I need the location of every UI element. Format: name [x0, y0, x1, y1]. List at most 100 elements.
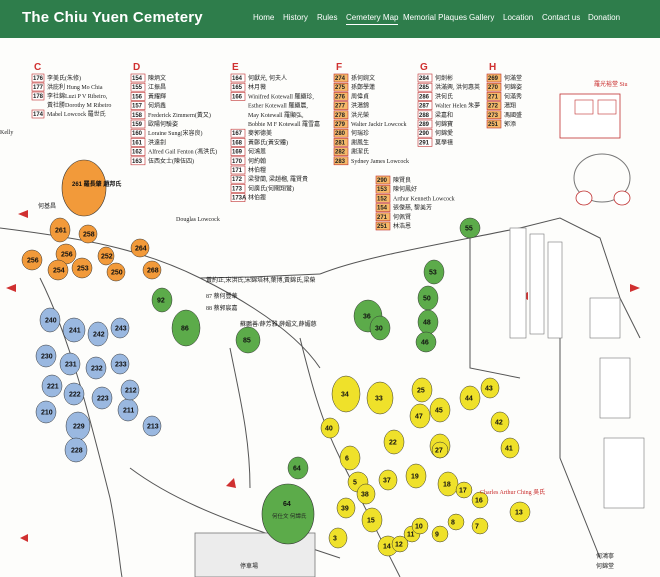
plot-33[interactable]: [366, 381, 394, 415]
nav-location[interactable]: Location: [503, 13, 534, 22]
legend-number: 282: [335, 150, 346, 156]
legend-name: 陳賢良: [393, 176, 411, 184]
plot-268[interactable]: [142, 260, 162, 280]
legend-number: 275: [335, 85, 346, 91]
plot-261[interactable]: [49, 217, 71, 243]
plot-13[interactable]: [509, 501, 531, 523]
plot-8[interactable]: [447, 513, 465, 531]
main-nav: Home History Rules Cemetery Map Memorial…: [0, 0, 660, 38]
plot-261[interactable]: [61, 159, 107, 217]
plot-25[interactable]: [411, 377, 433, 403]
plot-7[interactable]: [471, 517, 489, 535]
plot-231[interactable]: [59, 352, 81, 376]
legend-name: Frederick Zimmern(黃又): [148, 111, 211, 119]
plot-label: 256: [61, 252, 73, 259]
plot-label: 230: [41, 354, 53, 361]
plot-label: 64: [293, 466, 301, 473]
nav-memorial-plaques[interactable]: Memorial Plaques: [403, 13, 468, 22]
plot-212[interactable]: [120, 379, 140, 401]
plot-44[interactable]: [459, 385, 481, 411]
plot-45[interactable]: [429, 397, 451, 423]
plot-10[interactable]: [411, 517, 429, 535]
plot-256[interactable]: [21, 249, 43, 271]
nav-cemetery-map[interactable]: Cemetery Map: [346, 13, 399, 25]
plot-64[interactable]: [261, 483, 315, 545]
plot-258[interactable]: [78, 224, 98, 244]
plot-240[interactable]: [39, 307, 61, 333]
plot-210[interactable]: [35, 400, 57, 424]
plot-213[interactable]: [142, 415, 162, 437]
nav-history[interactable]: History: [283, 13, 308, 22]
cemetery-map[interactable]: 停車場 C D E F G H 176 李美氏(朱修) 177 洪庇利 Hung…: [0, 38, 660, 577]
plot-64[interactable]: [287, 456, 309, 480]
plot-39[interactable]: [336, 497, 356, 519]
plot-label: 268: [147, 268, 159, 275]
plot-37[interactable]: [378, 469, 398, 491]
plot-55[interactable]: [459, 217, 481, 239]
plot-30[interactable]: [369, 315, 391, 341]
plot-9[interactable]: [431, 525, 449, 543]
plot-253[interactable]: [71, 257, 93, 279]
plot-41[interactable]: [500, 437, 520, 459]
nav-gallery[interactable]: Gallery: [469, 13, 495, 22]
plot-label: 44: [465, 396, 473, 403]
plot-233[interactable]: [110, 353, 130, 375]
nav-home[interactable]: Home: [253, 13, 275, 22]
plot-243[interactable]: [110, 317, 130, 339]
plot-92[interactable]: [151, 287, 173, 313]
plot-230[interactable]: [35, 344, 57, 368]
legend-name: 林伯鏗: [248, 194, 266, 202]
plot-223[interactable]: [91, 386, 113, 410]
nav-donation[interactable]: Donation: [588, 13, 621, 22]
plot-228[interactable]: [64, 437, 88, 463]
plot-242[interactable]: [87, 321, 109, 347]
plot-16[interactable]: [471, 491, 489, 509]
plot-254[interactable]: [47, 259, 69, 281]
plot-12[interactable]: [391, 535, 409, 553]
legend-name: Loraine Sung(宋容良): [148, 129, 203, 137]
plot-46[interactable]: [415, 331, 437, 353]
plot-27[interactable]: [431, 441, 449, 459]
legend-number: 164: [232, 76, 243, 82]
plot-222[interactable]: [63, 382, 85, 406]
plot-17[interactable]: [455, 481, 473, 499]
plot-19[interactable]: [405, 463, 427, 489]
plot-86[interactable]: [171, 309, 201, 347]
plot-42[interactable]: [490, 411, 510, 433]
plot-label: 3: [333, 536, 337, 543]
plot-6[interactable]: [339, 445, 361, 471]
plot-43[interactable]: [480, 377, 500, 399]
plot-53[interactable]: [423, 259, 445, 285]
plot-85[interactable]: [235, 326, 261, 354]
plot-label: 6: [345, 456, 349, 463]
legend-number: 286: [419, 94, 430, 100]
legend-name: Walter Jackir Lowcock: [351, 122, 407, 128]
plot-38[interactable]: [356, 483, 376, 505]
plot-3[interactable]: [328, 527, 348, 549]
site-title[interactable]: The Chiu Yuen Cemetery: [22, 9, 203, 26]
plot-34[interactable]: [331, 375, 361, 413]
nav-contact-us[interactable]: Contact us: [542, 13, 581, 22]
plot-221[interactable]: [41, 374, 63, 398]
plot-264[interactable]: [130, 238, 150, 258]
legend-box: [417, 110, 433, 120]
legend-box: [333, 82, 349, 92]
plot-47[interactable]: [409, 403, 431, 429]
plot-40[interactable]: [320, 417, 340, 439]
legend-number: 172: [232, 177, 243, 183]
legend-number: 285: [419, 85, 430, 91]
plot-250[interactable]: [106, 262, 126, 282]
plot-252[interactable]: [97, 246, 115, 266]
plot-232[interactable]: [85, 356, 107, 380]
plot-22[interactable]: [383, 429, 405, 455]
plot-18[interactable]: [437, 471, 459, 497]
legend-name: 何約翰: [248, 157, 266, 165]
plot-15[interactable]: [361, 507, 383, 533]
nav-rules[interactable]: Rules: [317, 13, 338, 22]
plot-241[interactable]: [62, 317, 86, 343]
plot-label: 38: [361, 492, 369, 499]
